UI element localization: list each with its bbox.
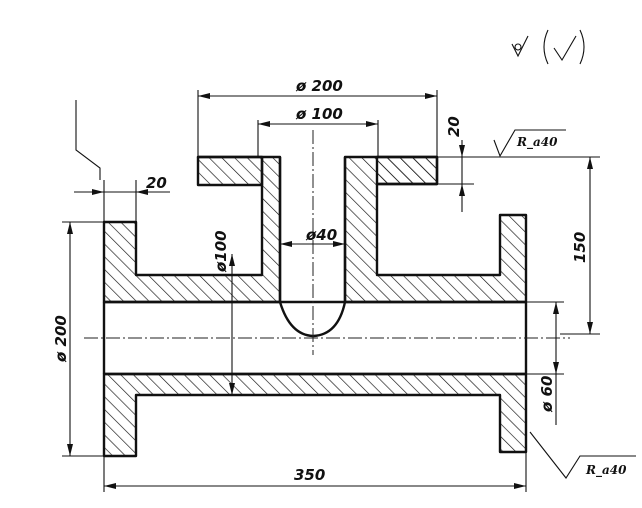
dim-inner-bore-100: ø100 bbox=[212, 230, 230, 273]
roughness-general-symbol bbox=[511, 29, 585, 65]
roughness-callout-top: R_a40 bbox=[493, 129, 566, 158]
dim-overall-length: 350 bbox=[294, 466, 325, 484]
dim-bore-dia-top: ø 100 bbox=[295, 105, 343, 123]
section-top-flange-left bbox=[196, 155, 264, 187]
dim-small-dia-60: ø 60 bbox=[538, 376, 556, 413]
roughness-top-label: R_a40 bbox=[516, 135, 558, 150]
dim-main-flange-dia: ø 200 bbox=[52, 315, 70, 363]
leader-top-left bbox=[75, 100, 101, 180]
dim-flange-thk-top: 20 bbox=[445, 116, 463, 137]
dim-branch-height: 150 bbox=[571, 232, 589, 263]
roughness-bottom-label: R_a40 bbox=[585, 463, 627, 478]
roughness-callout-bottom: R_a40 bbox=[529, 431, 636, 479]
section-lower bbox=[102, 372, 528, 458]
dim-inner-bore-40: ø40 bbox=[305, 226, 337, 244]
section-top-flange-right bbox=[375, 155, 439, 186]
dim-flange-thk-left: 20 bbox=[146, 174, 167, 192]
dim-flange-dia-top: ø 200 bbox=[295, 77, 343, 95]
